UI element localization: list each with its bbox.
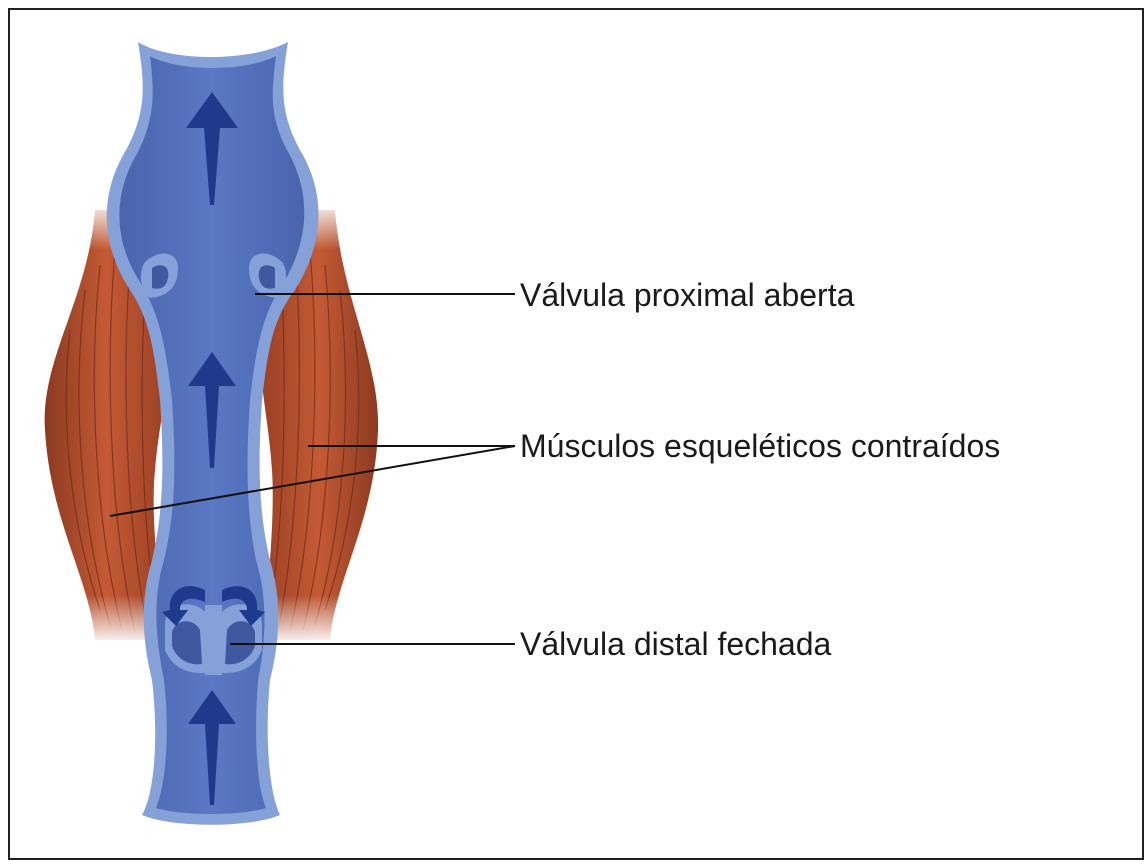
label-distal-valve: Válvula distal fechada [520, 628, 831, 660]
label-proximal-valve: Válvula proximal aberta [520, 279, 854, 311]
label-skeletal-muscles: Músculos esqueléticos contraídos [520, 430, 1000, 462]
